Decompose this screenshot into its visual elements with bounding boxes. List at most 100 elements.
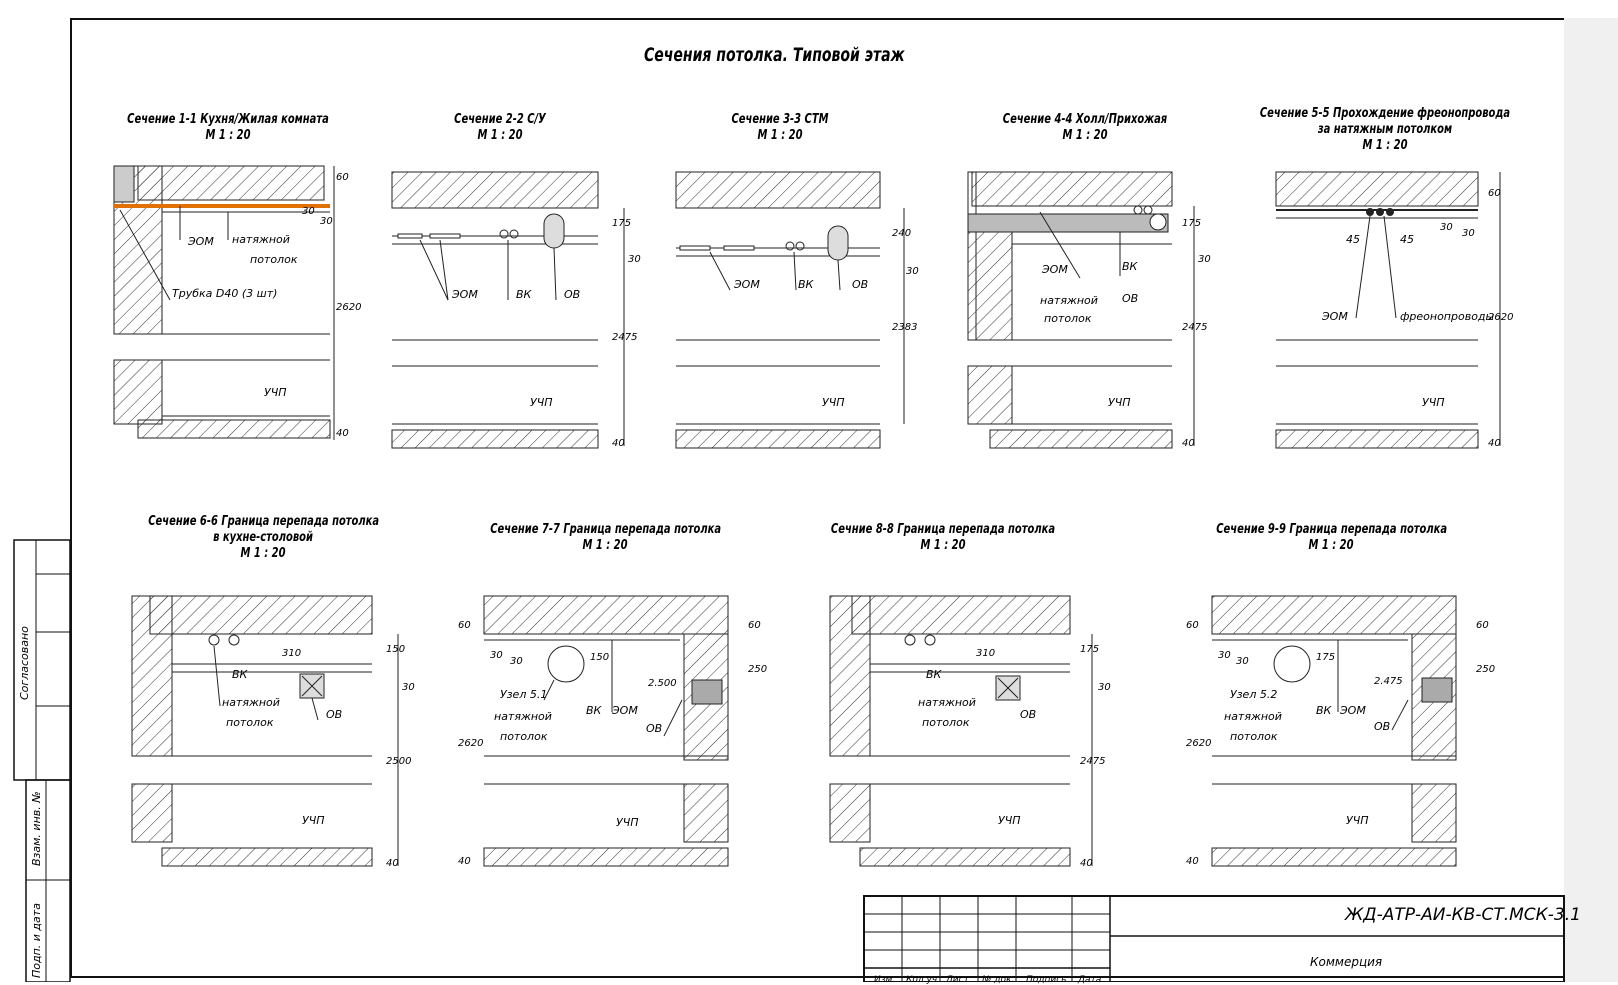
s9-label-level: 2.475	[1374, 676, 1403, 687]
s5-dim-2620: 2620	[1488, 312, 1513, 323]
s5-dim-40: 40	[1488, 438, 1501, 449]
s6-label-uchp: УЧП	[302, 814, 325, 827]
s3-label-ov: ОВ	[852, 278, 868, 291]
s2-label-ov: ОВ	[564, 288, 580, 301]
section-7-drawing	[483, 595, 729, 867]
s8-label-ceiling2: потолок	[922, 716, 970, 729]
s7-dim-60b: 60	[748, 620, 761, 631]
section-4-drawing	[967, 171, 1195, 449]
s1-label-ceiling2: потолок	[250, 253, 298, 266]
s6-dim-30: 30	[402, 682, 415, 693]
s4-dim-40: 40	[1182, 438, 1195, 449]
section-3-drawing	[675, 171, 905, 449]
s2-label-eom: ЭОМ	[451, 288, 478, 301]
s8-label-vk: ВК	[926, 668, 943, 681]
s9-label-ov: ОВ	[1374, 720, 1390, 733]
s1-label-uchp: УЧП	[264, 386, 287, 399]
s7-label-ceiling2: потолок	[500, 730, 548, 743]
s9-label-ceiling2: потолок	[1230, 730, 1278, 743]
s9-label-uchp: УЧП	[1346, 814, 1369, 827]
s5-label-uchp: УЧП	[1422, 396, 1445, 409]
s4-dim-2475: 2475	[1182, 322, 1207, 333]
s5-dim-30a: 30	[1440, 222, 1453, 233]
s8-label-ceiling: натяжной	[918, 696, 976, 709]
s7-label-eom: ЭОМ	[611, 704, 638, 717]
s7-label-uchp: УЧП	[616, 816, 639, 829]
s4-label-vk: ВК	[1122, 260, 1139, 273]
s2-dim-2475: 2475	[612, 332, 637, 343]
s7-label-level: 2.500	[648, 678, 677, 689]
s8-dim-40: 40	[1080, 858, 1093, 869]
section-8-drawing	[829, 595, 1093, 867]
stamp-header-count: Кол.уч	[906, 975, 938, 985]
s4-label-eom: ЭОМ	[1041, 263, 1068, 276]
section-1-drawing	[113, 165, 335, 440]
s4-dim-30: 30	[1198, 254, 1211, 265]
s2-label-vk: ВК	[516, 288, 533, 301]
section-2-drawing	[391, 171, 625, 449]
s7-dim-60a: 60	[458, 620, 471, 631]
s9-dim-2620: 2620	[1186, 738, 1211, 749]
stamp-header-date: Дата	[1078, 975, 1102, 985]
s1-label-ceiling: натяжной	[232, 233, 290, 246]
s4-label-ceiling: натяжной	[1040, 294, 1098, 307]
s4-label-ceiling2: потолок	[1044, 312, 1092, 325]
s5-label-eom: ЭОМ	[1321, 310, 1348, 323]
s7-dim-2620: 2620	[458, 738, 483, 749]
s7-label-node: Узел 5.1	[500, 688, 547, 701]
s9-dim-30a: 30	[1218, 650, 1231, 661]
s6-dim-2500: 2500	[386, 756, 411, 767]
s6-dim-150: 150	[386, 644, 405, 655]
s9-dim-30b: 30	[1236, 656, 1249, 667]
stamp-header-sheet: Лист	[946, 975, 969, 985]
s8-dim-30: 30	[1098, 682, 1111, 693]
section-5-drawing	[1275, 171, 1501, 449]
stamp-header-change: Изм.	[874, 975, 896, 985]
s1-dim-30b: 30	[320, 216, 333, 227]
s7-dim-250: 250	[748, 664, 767, 675]
s5-dim-60: 60	[1488, 188, 1501, 199]
section-9-drawing	[1211, 595, 1457, 867]
scroll-gutter	[1564, 18, 1618, 982]
s8-dim-310: 310	[976, 648, 995, 659]
s3-label-uchp: УЧП	[822, 396, 845, 409]
company-name: Коммерция	[1310, 955, 1383, 969]
s4-dim-175: 175	[1182, 218, 1201, 229]
s9-dim-40: 40	[1186, 856, 1199, 867]
s1-dim-2620: 2620	[336, 302, 361, 313]
s7-label-ov: ОВ	[646, 722, 662, 735]
stamp-header-sign: Подпись	[1026, 975, 1067, 985]
s6-label-ov: ОВ	[326, 708, 342, 721]
s3-label-vk: ВК	[798, 278, 815, 291]
s1-dim-40: 40	[336, 428, 349, 439]
s2-dim-175: 175	[612, 218, 631, 229]
s6-dim-40: 40	[386, 858, 399, 869]
document-code: ЖД-АТР-АИ-КВ-СТ.МСК-3.1	[1345, 905, 1581, 925]
left-stamp-lines	[13, 539, 71, 982]
section-6-drawing	[131, 595, 399, 867]
s8-dim-175: 175	[1080, 644, 1099, 655]
s2-label-uchp: УЧП	[530, 396, 553, 409]
s9-dim-250: 250	[1476, 664, 1495, 675]
s3-dim-240: 240	[892, 228, 911, 239]
title-block	[863, 895, 1565, 982]
s5-label-45b: 45	[1400, 233, 1414, 246]
s9-dim-175: 175	[1316, 652, 1335, 663]
s1-label-tube: Трубка D40 (3 шт)	[172, 287, 277, 300]
s1-dim-30a: 30	[302, 206, 315, 217]
s4-label-uchp: УЧП	[1108, 396, 1131, 409]
s9-dim-60b: 60	[1476, 620, 1489, 631]
stamp-header-docnum: № док.	[982, 975, 1015, 985]
s3-label-eom: ЭОМ	[733, 278, 760, 291]
s6-label-ceiling: натяжной	[222, 696, 280, 709]
s7-dim-30a: 30	[490, 650, 503, 661]
s9-label-vk: ВК	[1316, 704, 1333, 717]
s8-dim-2475: 2475	[1080, 756, 1105, 767]
s8-label-uchp: УЧП	[998, 814, 1021, 827]
s6-dim-310: 310	[282, 648, 301, 659]
page-title: Сечения потолка. Типовой этаж	[644, 44, 905, 66]
